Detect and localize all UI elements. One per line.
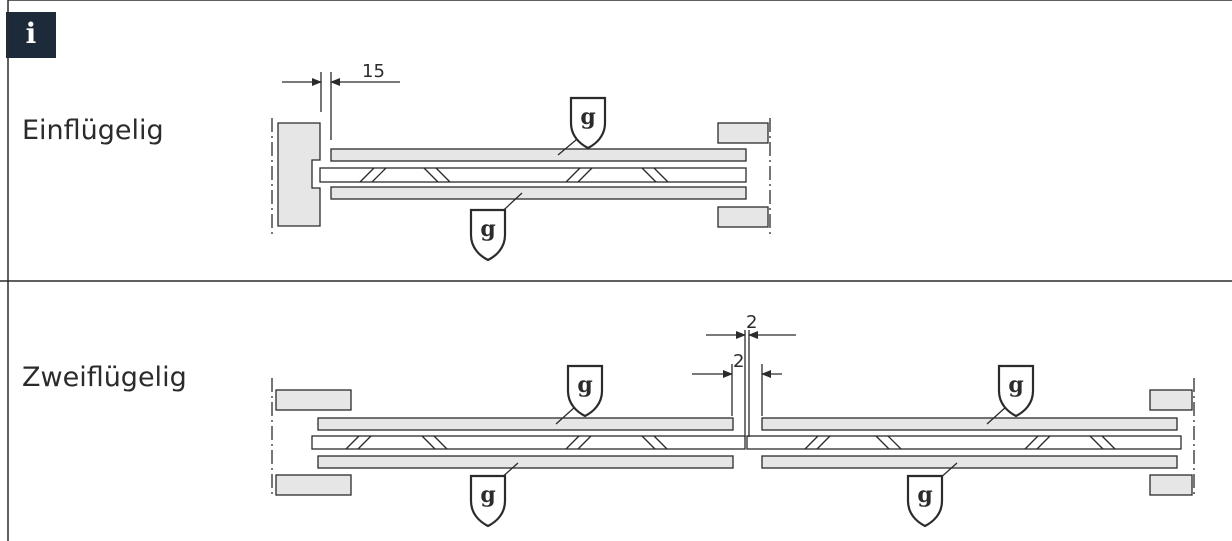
info-badge-letter: i — [25, 17, 37, 50]
glass-mark: g — [577, 372, 592, 398]
dimension-gap-top: 2 — [746, 312, 757, 333]
glass-icon: g — [469, 474, 507, 528]
glass-mark: g — [917, 482, 932, 508]
dimension-gap-bottom: 2 — [733, 351, 744, 372]
double-leaf-drawing — [271, 330, 1195, 498]
row-label-single: Einflügelig — [22, 115, 164, 146]
glass-icon: g — [569, 96, 607, 150]
glass-mark: g — [1008, 372, 1023, 398]
glass-mark: g — [580, 104, 595, 130]
glass-icon: g — [997, 364, 1035, 418]
single-leaf-drawing — [271, 72, 771, 238]
glass-mark: g — [480, 482, 495, 508]
dimension-15: 15 — [362, 61, 385, 82]
row-label-double: Zweiflügelig — [22, 362, 187, 393]
info-icon: i — [6, 12, 56, 58]
glass-icon: g — [906, 474, 944, 528]
glass-icon: g — [469, 208, 507, 262]
glass-icon: g — [566, 364, 604, 418]
glass-mark: g — [480, 216, 495, 242]
